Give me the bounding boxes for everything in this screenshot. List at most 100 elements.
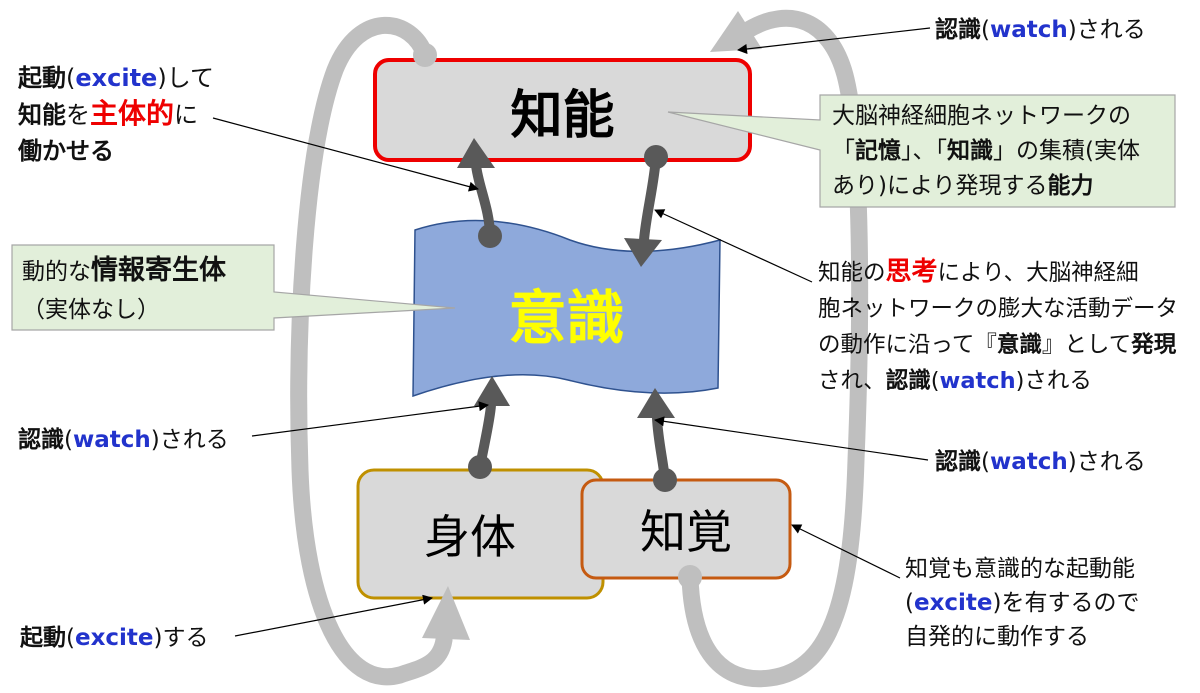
arrow-perception-to-consciousness-dot (653, 468, 677, 492)
node-intelligence-label: 知能 (510, 85, 615, 146)
text-segment: 主体的 (90, 97, 175, 130)
text-segment: 能力 (1047, 173, 1094, 199)
loop-right-arrowhead (710, 11, 762, 52)
text-line: の動作に沿って『意識』として発現 (818, 327, 1178, 363)
text-segment: され、 (818, 368, 886, 394)
text-segment: excite (913, 590, 993, 616)
text-line: 認識(watch)される (935, 444, 1146, 480)
text-segment: ( (66, 64, 76, 92)
text-segment: （実体なし） (22, 297, 160, 323)
text-line: あり)により発現する能力 (832, 169, 1140, 204)
text-segment: 」の集積(実体 (993, 138, 1140, 164)
text-segment: の動作に沿って『 (818, 332, 997, 358)
arrow-perception-to-consciousness-head (637, 388, 675, 418)
annotation-right-bottom: 知覚も意識的な起動能 (excite)を有するので自発的に動作する (905, 552, 1140, 654)
text-segment: 認識 (18, 427, 64, 453)
text-line: 起動(excite)する (20, 620, 209, 656)
text-segment: 大脳神経細胞ネットワークの (832, 103, 1131, 129)
text-segment: ( (981, 17, 990, 43)
annotation-left-top: 起動(excite)して知能を主体的に働かせる (18, 60, 214, 169)
text-segment: 情報寄生体 (91, 255, 226, 286)
text-line: 認識(watch)される (18, 422, 229, 458)
text-segment: 』として (1041, 332, 1132, 358)
text-segment: により、大脳神経細 (937, 260, 1139, 286)
text-line: 大脳神経細胞ネットワークの (832, 99, 1140, 134)
text-segment: 胞ネットワークの膨大な活動データ (818, 296, 1179, 322)
text-segment: 動的な (22, 259, 91, 285)
text-segment: )する (153, 625, 209, 651)
annotation-right-middle: 知能の思考により、大脳神経細胞ネットワークの膨大な活動データの動作に沿って『意識… (818, 254, 1178, 399)
callout-intelligence-note-shape (667, 94, 1176, 208)
node-perception-label: 知覚 (640, 505, 732, 559)
leader-line-right-bottom (791, 524, 901, 579)
text-segment: に (174, 101, 199, 129)
text-line: され、認識(watch)される (818, 363, 1178, 399)
arrow-consciousness-to-intelligence-dot (478, 224, 502, 248)
text-segment: 知覚も意識的な起動能 (905, 556, 1135, 582)
arrow-intelligence-to-consciousness-dot (644, 145, 668, 169)
text-segment: 「 (832, 138, 855, 164)
node-intelligence-box (373, 58, 752, 162)
text-line: 認識(watch)される (935, 12, 1146, 48)
annotation-top-right: 認識(watch)される (935, 12, 1146, 48)
text-segment: 知能 (18, 101, 66, 129)
text-segment: ( (981, 449, 990, 475)
text-segment: 発現 (1131, 332, 1177, 358)
text-line: 知能の思考により、大脳神経細 (818, 254, 1178, 291)
text-segment: watch (939, 368, 1016, 394)
text-segment: 起動 (18, 64, 66, 92)
feedback-loop-left (290, 16, 453, 686)
arrow-body-to-consciousness-head (474, 376, 510, 406)
text-segment: 記憶 (855, 138, 901, 164)
text-segment: ( (64, 427, 73, 453)
text-segment: 認識 (935, 449, 981, 475)
text-segment: excite (74, 625, 154, 651)
text-line: 自発的に動作する (905, 620, 1140, 654)
feedback-loop-right (681, 9, 869, 688)
text-segment: watch (989, 449, 1068, 475)
text-segment: watch (989, 17, 1068, 43)
text-line: 動的な情報寄生体 (22, 252, 226, 291)
annotation-left-middle: 認識(watch)される (18, 422, 229, 458)
arrow-body-to-consciousness-dot (468, 455, 492, 479)
text-segment: )して (157, 64, 214, 92)
arrow-consciousness-to-intelligence-head (457, 138, 495, 168)
annotation-bottom-left: 起動(excite)する (20, 620, 209, 656)
callout-consciousness-note-shape (11, 244, 456, 331)
text-segment: 認識 (935, 17, 981, 43)
node-consciousness-banner (412, 219, 721, 398)
node-consciousness-label: 意識 (508, 283, 625, 352)
text-segment: 知能の (818, 260, 886, 286)
text-segment: watch (72, 427, 151, 453)
loop-right-start-dot (678, 565, 702, 589)
leader-line-bottom-left (234, 594, 433, 637)
text-segment: )される (1067, 449, 1146, 475)
text-segment: 起動 (20, 625, 66, 651)
text-line: 知能を主体的に (18, 96, 214, 133)
text-segment: excite (75, 64, 158, 92)
text-segment: 思考 (885, 257, 938, 287)
callout-intelligence-note-text: 大脳神経細胞ネットワークの「記憶」、「知識」の集積(実体あり)により発現する能力 (832, 99, 1140, 204)
text-segment: 働かせる (18, 137, 114, 165)
text-line: 起動(excite)して (18, 60, 214, 96)
text-segment: ( (905, 590, 914, 616)
text-segment: 」、「 (901, 138, 947, 164)
text-line: 働かせる (18, 133, 214, 169)
text-segment: あり)により発現する (832, 173, 1048, 199)
callout-consciousness-note-text: 動的な情報寄生体 （実体なし） (22, 252, 226, 329)
text-segment: )される (1067, 17, 1146, 43)
text-line: 「記憶」、「知識」の集積(実体 (832, 134, 1140, 169)
text-line: 知覚も意識的な起動能 (905, 552, 1140, 586)
text-segment: )される (150, 427, 229, 453)
loop-left-start-dot (413, 43, 437, 67)
text-segment: 意識 (996, 332, 1042, 358)
text-segment: 自発的に動作する (905, 624, 1089, 650)
leader-line-left-top (212, 117, 479, 192)
text-line: (excite)を有するので (905, 586, 1140, 620)
node-body-label: 身体 (424, 510, 516, 564)
leader-line-top-right (737, 27, 931, 54)
text-line: （実体なし） (22, 291, 226, 329)
leader-line-left-middle (251, 401, 489, 437)
